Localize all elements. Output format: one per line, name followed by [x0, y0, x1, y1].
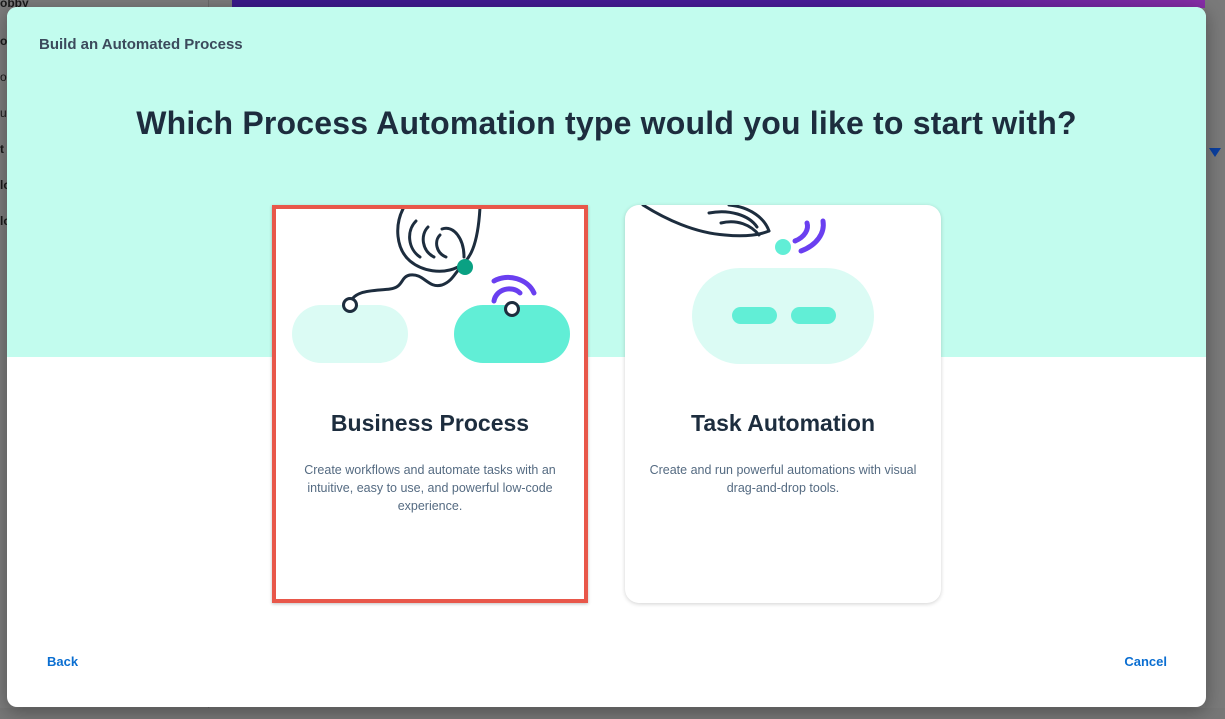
- back-button[interactable]: Back: [47, 654, 79, 669]
- background-bottom-bar: [0, 708, 1225, 719]
- indicator-bar-left: [732, 307, 777, 324]
- business-process-illustration: [292, 209, 570, 363]
- build-automated-process-dialog: Build an Automated Process Which Process…: [7, 7, 1206, 707]
- dialog-question: Which Process Automation type would you …: [136, 105, 1077, 141]
- background-welcome-banner: [232, 0, 1225, 8]
- hand-outline: [396, 209, 482, 273]
- hand-finger: [435, 233, 448, 259]
- business-process-title: Business Process: [330, 410, 530, 436]
- hand-thumb: [440, 226, 466, 259]
- hand-finger: [408, 219, 422, 259]
- background-sidebar-text: u: [0, 106, 7, 120]
- cancel-button[interactable]: Cancel: [1124, 654, 1167, 669]
- background-sidebar-text: o: [0, 70, 7, 84]
- business-process-description: Create workflows and automate tasks with…: [304, 463, 556, 513]
- hand-finger: [421, 225, 436, 259]
- filter-icon: [1209, 148, 1221, 157]
- background-sidebar-text: o: [0, 34, 8, 48]
- dialog-hero-background: [7, 7, 1206, 357]
- large-pill-shape: [692, 268, 874, 364]
- background-sidebar-text: lo: [0, 214, 8, 228]
- signal-arc-inner: [491, 286, 523, 304]
- left-connector: [342, 297, 358, 313]
- indicator-bar-right: [791, 307, 836, 324]
- background-sidebar-text: t: [0, 142, 4, 156]
- dialog-title: Build an Automated Process: [39, 36, 243, 53]
- touch-dot: [775, 239, 791, 255]
- signal-arc-outer: [798, 218, 826, 254]
- background-sidebar-text: obby: [0, 0, 29, 10]
- hand-finger: [719, 220, 761, 237]
- task-automation-description: Create and run powerful automations with…: [649, 463, 917, 495]
- cable-line: [348, 263, 466, 307]
- signal-arc-outer: [491, 275, 537, 296]
- hand-finger: [727, 205, 771, 233]
- right-connector: [504, 301, 520, 317]
- plug-dot: [457, 259, 473, 275]
- task-automation-title: Task Automation: [690, 410, 875, 436]
- signal-arc-inner: [792, 220, 810, 244]
- background-sidebar-text: lo: [0, 178, 8, 192]
- business-process-card[interactable]: Business Process Create workflows and au…: [272, 205, 588, 603]
- right-pill-shape: [454, 305, 570, 363]
- task-automation-card[interactable]: Task Automation Create and run powerful …: [625, 205, 941, 603]
- task-automation-illustration: [641, 205, 874, 364]
- left-pill-shape: [292, 305, 408, 363]
- hand-finger: [707, 210, 759, 229]
- background-right-panel: [1205, 0, 1225, 719]
